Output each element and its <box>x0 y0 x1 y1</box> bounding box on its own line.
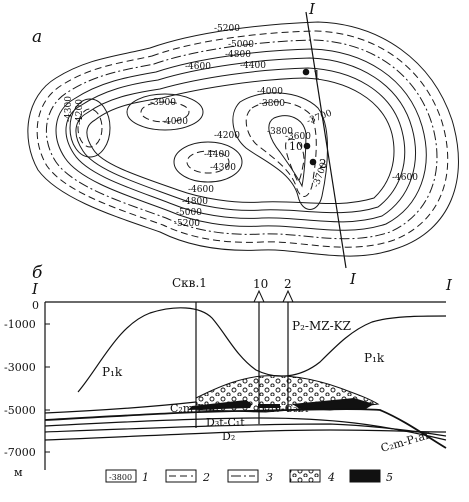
legend-item-1-sample: -3800 <box>109 473 132 482</box>
depth-tick-label: -7000 <box>4 446 36 459</box>
legend-item-5-num: 5 <box>386 471 393 484</box>
well-1-marker <box>302 68 310 76</box>
closure-left-outer <box>69 98 111 158</box>
well-1-label: 1 <box>313 68 321 82</box>
contour-label: -4400 <box>240 61 266 71</box>
legend-item-5-box <box>349 469 381 483</box>
closure-central-1 <box>232 92 328 210</box>
black-layer-right <box>292 398 374 410</box>
depth-tick-label: -3000 <box>4 361 36 374</box>
contour-label: -4800 <box>182 197 208 207</box>
well-10-arrow-icon <box>253 289 265 303</box>
well-10-label: 10 <box>289 140 303 153</box>
contour-label: -4400 <box>204 150 230 160</box>
contour-outer-3 <box>45 39 438 240</box>
contour-outer-2 <box>36 30 449 248</box>
legend-item-2-num: 2 <box>202 471 210 484</box>
boundary-2 <box>44 408 447 449</box>
unit-c2m-p1ar: C₂m-P₁ar <box>170 402 221 415</box>
legend-item-3-num: 3 <box>266 471 273 484</box>
closure-left-inner <box>77 108 103 148</box>
contour-label: -4300 <box>64 96 74 122</box>
contour-label: -4800 <box>225 50 251 60</box>
depth-tick-label: -5000 <box>4 404 36 417</box>
closure-upper-outer <box>126 93 204 131</box>
unit-p1k-right: P₁k <box>364 351 385 365</box>
unit-c2m-p1ar-right: C₂m-P₁ar <box>379 428 432 455</box>
depth-ticks: 0 -1000 -3000 -5000 -7000 м <box>4 299 50 479</box>
unit-d2: D₂ <box>222 430 235 443</box>
contour-label: -4600 <box>185 62 211 72</box>
section-mark-right: I <box>445 276 453 294</box>
legend-item-4-num: 4 <box>327 471 335 484</box>
contour-label: -4000 <box>257 87 283 97</box>
contour-outer-5 <box>65 57 416 223</box>
closure-central-3 <box>268 115 307 188</box>
legend-item-1-num: 1 <box>142 471 149 484</box>
contour-label: -4200 <box>214 131 240 141</box>
contour-labels: -5200 -5000 -4800 -4600 -4400 -4300 -420… <box>64 24 418 229</box>
contour-outer-7 <box>86 77 395 205</box>
well-10-marker <box>303 142 311 150</box>
closure-central-4 <box>285 138 305 183</box>
profile-label-top: I <box>308 0 316 18</box>
unit-c1v-c2b1: C₁v-C₂b₁ <box>262 402 309 415</box>
contour-label: -4000 <box>162 117 188 127</box>
contour-outer-1 <box>27 21 459 257</box>
contour-label: -3900 <box>150 98 176 108</box>
contour-label: -4600 <box>392 173 418 183</box>
boundary-1 <box>44 401 197 414</box>
closure-lower-outer <box>173 141 243 183</box>
boundary-5 <box>44 429 447 441</box>
contour-label: -3800 <box>267 127 293 137</box>
depth-unit-label: м <box>14 466 23 479</box>
contour-label: -4300 <box>210 163 236 173</box>
contour-label: -3600 <box>285 132 311 142</box>
contour-outer-4 <box>55 48 427 231</box>
cross-section: б I I Скв.1 10 2 0 -1000 -3000 -5000 -70… <box>4 263 453 479</box>
closure-central-2 <box>245 101 317 197</box>
legend-item-1-box <box>105 469 137 483</box>
unit-p1k-left: P₁k <box>102 365 123 379</box>
well-10-section-label: 10 <box>253 277 268 291</box>
closure-lower-inner <box>186 150 230 174</box>
structure-map: а I I 1 10 2 -5200 -50 <box>27 0 459 288</box>
contour-outer-6 <box>75 67 406 214</box>
black-layer-left <box>188 400 252 410</box>
legend: -3800 1 2 3 4 5 <box>105 469 393 484</box>
well-2-section-label: 2 <box>284 277 292 291</box>
contour-label: -5000 <box>176 208 202 218</box>
panel-a-label: а <box>32 27 42 47</box>
profile-label-bottom: I <box>349 270 357 288</box>
profile-line <box>305 11 347 269</box>
p1k-top-boundary <box>77 307 447 393</box>
unit-p2mzkz: P₂-MZ-KZ <box>292 319 351 333</box>
legend-item-3-box <box>227 469 259 483</box>
boundary-4 <box>44 423 447 437</box>
depth-tick-label: -1000 <box>4 318 36 331</box>
contour-label: -5200 <box>214 24 240 34</box>
well-2-label: 2 <box>319 157 327 171</box>
well-skv1-label: Скв.1 <box>172 276 207 290</box>
contour-label: -3800 <box>259 99 285 109</box>
well-2-arrow-icon <box>282 289 294 303</box>
black-layer-mid <box>258 404 280 408</box>
contour-label: -5000 <box>228 40 254 50</box>
contour-label: -4200 <box>75 99 85 125</box>
depth-tick-label: 0 <box>32 299 39 312</box>
panel-b-label: б <box>32 263 43 283</box>
contour-label: -4600 <box>188 185 214 195</box>
closure-upper-inner <box>140 101 190 123</box>
legend-item-4-box <box>289 469 321 483</box>
boundary-3 <box>44 417 447 441</box>
contour-label: -5200 <box>174 219 200 229</box>
section-mark-left: I <box>31 280 39 298</box>
unit-d3t-c1t: D₃t-C₁t <box>206 416 245 429</box>
well-2-marker <box>309 158 317 166</box>
